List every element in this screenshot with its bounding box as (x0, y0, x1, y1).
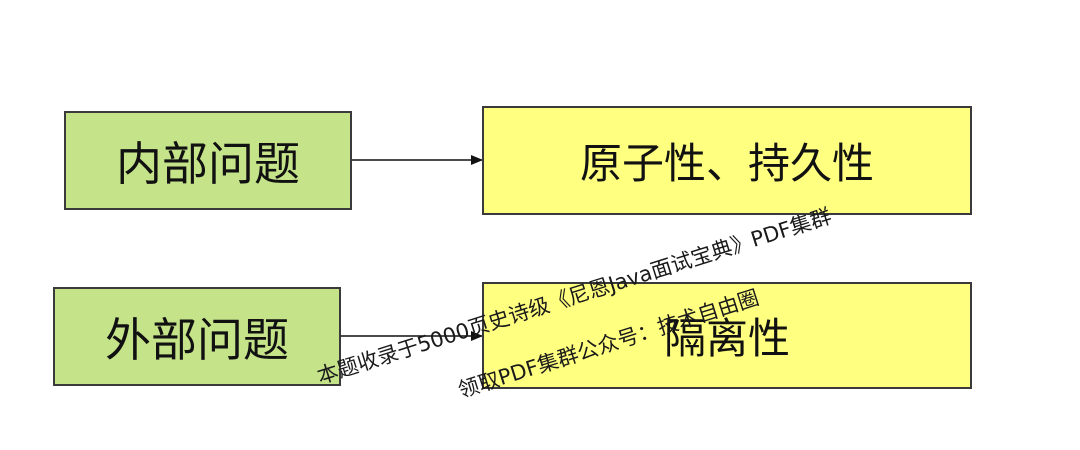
node-internal-problem: 内部问题 (64, 111, 352, 210)
node-atomicity-durability: 原子性、持久性 (482, 106, 972, 215)
node-isolation-label: 隔离性 (663, 314, 790, 363)
node-external-problem-label: 外部问题 (105, 312, 289, 367)
node-atomicity-durability-label: 原子性、持久性 (579, 139, 874, 188)
node-external-problem: 外部问题 (53, 287, 341, 386)
node-internal-problem-label: 内部问题 (116, 136, 300, 191)
node-isolation: 隔离性 (482, 282, 972, 389)
